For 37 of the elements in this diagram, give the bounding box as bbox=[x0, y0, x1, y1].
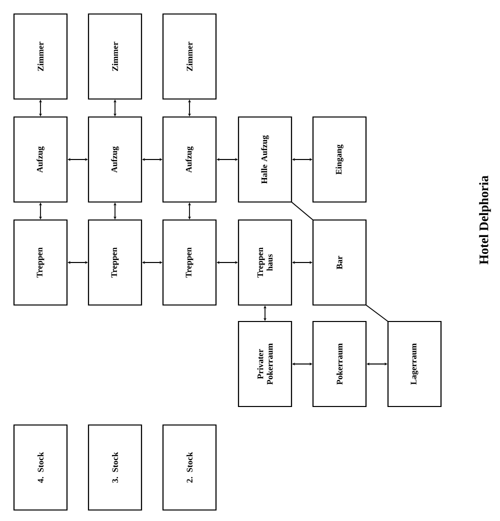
room-box: Treppen bbox=[88, 219, 142, 306]
connector-arrow bbox=[292, 260, 312, 264]
connector-arrow bbox=[142, 260, 162, 264]
room-box: Aufzug bbox=[162, 116, 217, 203]
connector-arrow bbox=[216, 260, 238, 264]
room-box: Treppen bbox=[13, 219, 68, 306]
room-box: Aufzug bbox=[13, 116, 68, 203]
connector-arrow bbox=[38, 100, 42, 116]
connector-arrow bbox=[263, 306, 267, 321]
connector-arrow bbox=[113, 100, 117, 116]
connector-arrow bbox=[366, 362, 388, 366]
connector-arrow bbox=[188, 202, 192, 220]
room-box: Zimmer bbox=[88, 13, 142, 100]
room-box: 2. Stock bbox=[162, 424, 217, 511]
room-box: Eingang bbox=[312, 116, 367, 203]
connector-arrow bbox=[68, 260, 88, 264]
room-box: Pokerraum bbox=[312, 320, 367, 408]
connector-arrow bbox=[188, 100, 192, 116]
room-box: Lagerraum bbox=[387, 320, 442, 408]
connector-arrow bbox=[68, 158, 88, 162]
title: Hotel Delphoria bbox=[479, 176, 491, 264]
room-box: Aufzug bbox=[88, 116, 142, 203]
connector-arrow bbox=[216, 158, 238, 162]
room-box: 4. Stock bbox=[13, 424, 68, 511]
room-box: Zimmer bbox=[13, 13, 68, 100]
room-box: Treppen bbox=[162, 219, 217, 306]
room-box: Halle Aufzug bbox=[238, 116, 292, 203]
room-box: 3. Stock bbox=[88, 424, 142, 511]
connector-arrow bbox=[142, 158, 162, 162]
connector-arrow bbox=[292, 362, 312, 366]
connector-arrow bbox=[292, 158, 312, 162]
connector-arrow bbox=[113, 202, 117, 220]
room-box: Treppen haus bbox=[238, 219, 292, 306]
room-box: Privater Pokerraum bbox=[238, 320, 292, 408]
room-box: Zimmer bbox=[162, 13, 217, 100]
room-box: Bar bbox=[312, 219, 367, 306]
connector-arrow bbox=[38, 202, 42, 220]
